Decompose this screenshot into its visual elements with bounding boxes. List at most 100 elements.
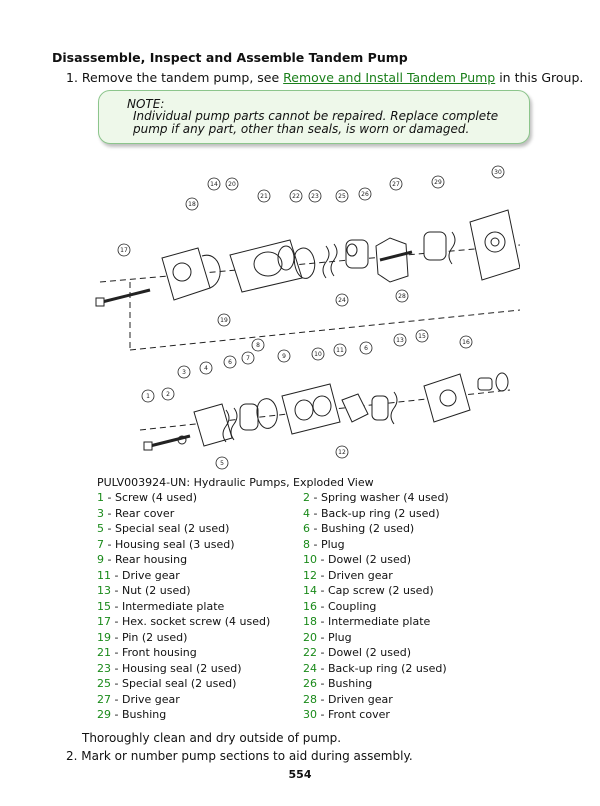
callout-17: 17 [117, 243, 131, 257]
legend-item: 8 - Plug [303, 537, 345, 551]
step-1: 1. Remove the tandem pump, see Remove an… [66, 70, 583, 85]
step-2-text: Mark or number pump sections to aid duri… [81, 749, 413, 763]
legend-item: 30 - Front cover [303, 708, 390, 721]
svg-text:15: 15 [418, 333, 426, 340]
legend-item-text: Front cover [327, 708, 390, 721]
callout-5: 5 [215, 456, 229, 470]
svg-text:7: 7 [246, 355, 250, 362]
legend-item-number: 30 [303, 708, 317, 721]
legend-item-number: 23 [97, 661, 111, 675]
legend-item: 25 - Special seal (2 used) [97, 677, 237, 690]
svg-text:16: 16 [462, 339, 470, 346]
callout-15: 15 [415, 329, 429, 343]
callout-26: 26 [358, 187, 372, 201]
legend-item-text: Cap screw (2 used) [327, 584, 434, 597]
callout-8: 8 [251, 338, 265, 352]
legend-item-number: 17 [97, 615, 111, 628]
remove-install-tandem-pump-link[interactable]: Remove and Install Tandem Pump [283, 70, 496, 85]
legend-item-text: Driven gear [327, 692, 393, 706]
svg-text:29: 29 [434, 179, 442, 186]
legend-item: 27 - Drive gear [97, 692, 180, 706]
legend-item-text: Housing seal (2 used) [121, 661, 242, 675]
svg-text:23: 23 [311, 193, 319, 200]
callout-14: 14 [207, 177, 221, 191]
svg-text:3: 3 [182, 369, 186, 376]
svg-text:10: 10 [314, 351, 322, 358]
legend-item-text: Front housing [121, 646, 197, 659]
legend-item: 16 - Coupling [303, 599, 377, 613]
legend-item-number: 16 [303, 599, 317, 613]
svg-text:9: 9 [282, 353, 286, 360]
svg-text:5: 5 [220, 460, 224, 467]
legend-item-text: Plug [327, 630, 352, 644]
legend-item-number: 8 [303, 537, 310, 551]
note-box: NOTE: Individual pump parts cannot be re… [98, 90, 530, 144]
svg-text:8: 8 [256, 342, 260, 349]
legend-item-number: 14 [303, 584, 317, 597]
legend-item: 24 - Back-up ring (2 used) [303, 661, 447, 675]
note-body: Individual pump parts cannot be repaired… [133, 110, 523, 136]
callout-6: 6 [359, 341, 373, 355]
callout-10: 10 [311, 347, 325, 361]
callout-21: 21 [257, 189, 271, 203]
svg-text:21: 21 [260, 193, 268, 200]
callout-19: 19 [217, 313, 231, 327]
legend-item-number: 28 [303, 692, 317, 706]
legend-item: 20 - Plug [303, 630, 352, 644]
legend-item-text: Rear cover [114, 506, 175, 520]
svg-text:18: 18 [188, 201, 196, 208]
callout-1: 1 [141, 389, 155, 403]
legend-item: 7 - Housing seal (3 used) [97, 537, 235, 551]
legend-item: 28 - Driven gear [303, 692, 393, 706]
legend-item-text: Nut (2 used) [121, 584, 191, 597]
svg-text:6: 6 [228, 359, 232, 366]
step-1-number: 1. [66, 70, 78, 85]
legend-item: 29 - Bushing [97, 708, 167, 721]
callout-4: 4 [199, 361, 213, 375]
legend-item: 10 - Dowel (2 used) [303, 553, 412, 566]
legend-item: 15 - Intermediate plate [97, 599, 225, 613]
callout-23: 23 [308, 189, 322, 203]
callout-18: 18 [185, 197, 199, 211]
legend-item-text: Dowel (2 used) [327, 646, 412, 659]
svg-text:25: 25 [338, 193, 346, 200]
callout-22: 22 [289, 189, 303, 203]
legend-item: 6 - Bushing (2 used) [303, 522, 415, 535]
svg-text:20: 20 [228, 181, 236, 188]
svg-text:22: 22 [292, 193, 300, 200]
legend-item: 13 - Nut (2 used) [97, 584, 191, 597]
section-title: Disassemble, Inspect and Assemble Tandem… [52, 50, 408, 65]
legend-item: 19 - Pin (2 used) [97, 630, 188, 644]
legend-item: 4 - Back-up ring (2 used) [303, 506, 440, 520]
legend-item: 2 - Spring washer (4 used) [303, 491, 449, 504]
legend-item: 1 - Screw (4 used) [97, 491, 198, 504]
legend-item-text: Drive gear [121, 692, 180, 706]
legend-item-number: 27 [97, 692, 111, 706]
note-line-2: pump if any part, other than seals, is w… [133, 122, 470, 136]
legend-item-number: 12 [303, 568, 317, 582]
legend-item-number: 9 [97, 553, 104, 566]
svg-text:27: 27 [392, 181, 400, 188]
legend-item-text: Driven gear [327, 568, 393, 582]
svg-text:1: 1 [146, 393, 150, 400]
figure-caption: PULV003924-UN: Hydraulic Pumps, Exploded… [97, 476, 374, 489]
legend-item-text: Special seal (2 used) [114, 522, 230, 535]
legend-item-text: Bushing [327, 677, 373, 690]
legend-item: 9 - Rear housing [97, 553, 188, 566]
legend-item: 21 - Front housing [97, 646, 197, 659]
callout-2: 2 [161, 387, 175, 401]
callout-30: 30 [491, 165, 505, 179]
legend-item-number: 6 [303, 522, 310, 535]
legend-item-text: Hex. socket screw (4 used) [121, 615, 271, 628]
callout-13: 13 [393, 333, 407, 347]
legend-item-number: 20 [303, 630, 317, 644]
legend-item-number: 5 [97, 522, 104, 535]
legend-item-text: Spring washer (4 used) [320, 491, 449, 504]
callout-29: 29 [431, 175, 445, 189]
legend-item: 26 - Bushing [303, 677, 373, 690]
svg-text:14: 14 [210, 181, 218, 188]
page-number: 554 [288, 768, 312, 781]
legend-item-text: Special seal (2 used) [121, 677, 237, 690]
legend-item-number: 1 [97, 491, 104, 504]
legend-item-number: 13 [97, 584, 111, 597]
